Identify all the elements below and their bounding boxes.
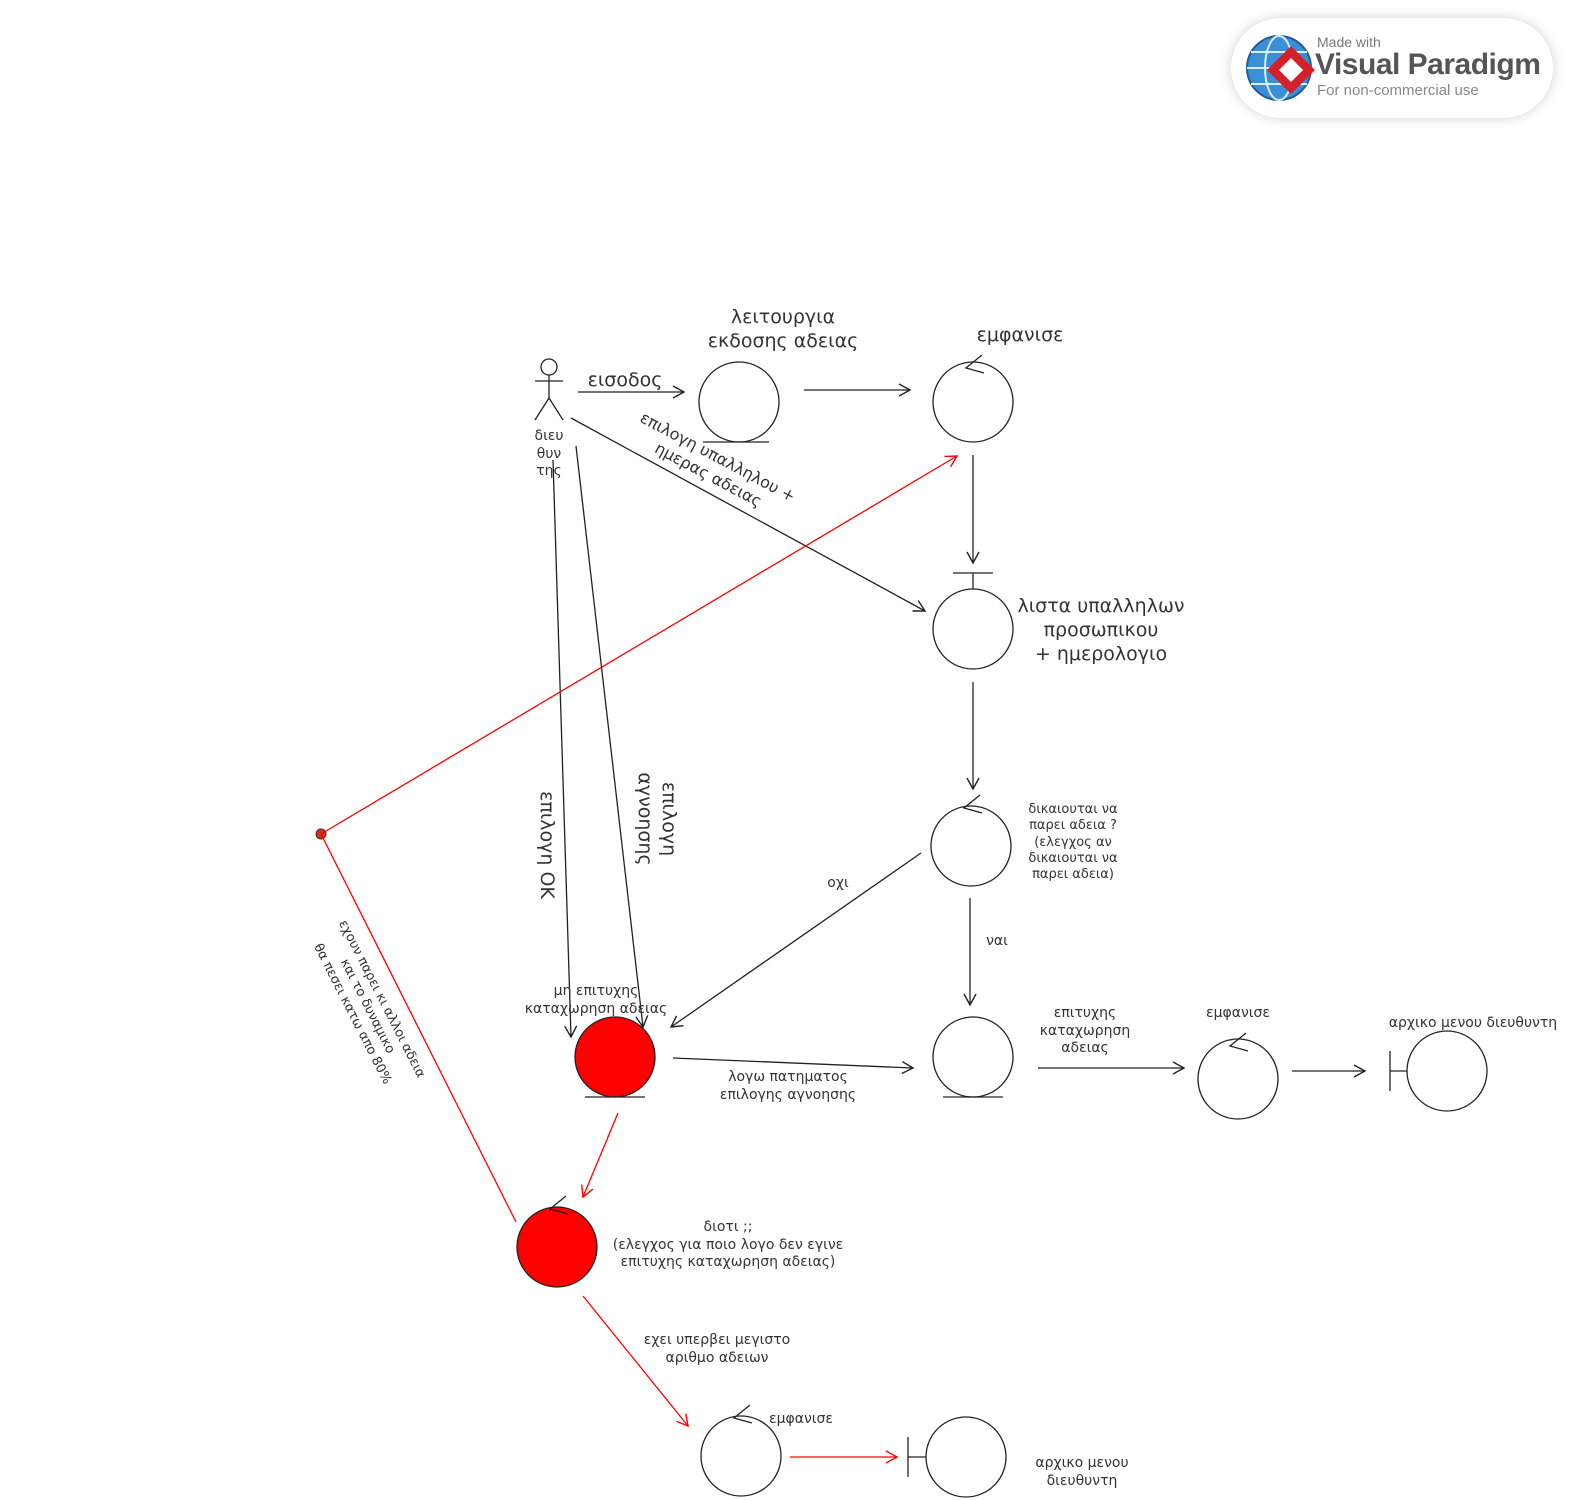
- control-eligibility[interactable]: [930, 794, 1012, 887]
- arrow-failed-to-why[interactable]: [580, 1112, 619, 1199]
- made-with-text: Made with: [1317, 34, 1381, 50]
- line-why-to-junction[interactable]: [320, 833, 517, 1223]
- entity-leave-function[interactable]: [698, 361, 780, 443]
- due-to-ignore-label: λογω πατηματος επιλογης αγνοησης: [719, 1069, 857, 1103]
- arrow-junction-to-show[interactable]: [320, 455, 959, 835]
- show-bottom-label: εμφανισε: [769, 1411, 833, 1427]
- boundary-main-menu-bottom[interactable]: [907, 1416, 1007, 1498]
- arrow-why-to-show-bottom[interactable]: [582, 1295, 689, 1428]
- select-ok-label: επιλογη OK: [536, 791, 558, 899]
- no-label: οχι: [827, 875, 849, 891]
- visual-paradigm-logo-icon: [1246, 35, 1315, 101]
- entity-success[interactable]: [932, 1016, 1014, 1098]
- arrow-actor-to-list[interactable]: [570, 417, 927, 612]
- control-show-top[interactable]: [932, 354, 1014, 443]
- entity-failed-registration[interactable]: [574, 1016, 656, 1098]
- control-show-bottom[interactable]: [700, 1404, 782, 1497]
- arrow-select-ignore[interactable]: [575, 445, 649, 1029]
- boundary-employee-list[interactable]: [932, 572, 1014, 670]
- leave-function-label: λειτουργια εκδοσης αδειας: [707, 306, 859, 352]
- success-registration-label: επιτυχης καταχωρηση αδειας: [1039, 1005, 1131, 1056]
- why-label: διοτι ;; (ελεγχος για ποιο λογο δεν εγιν…: [612, 1219, 844, 1270]
- arrow-failed-to-success[interactable]: [672, 1057, 915, 1075]
- control-why[interactable]: [516, 1195, 598, 1288]
- actor-director[interactable]: [534, 358, 564, 421]
- select-ignore-label: επιλογη αγνοησης: [634, 772, 680, 866]
- main-menu-top-label: αρχικο μενου διευθυντη: [1388, 1015, 1558, 1031]
- brand-text: Visual Paradigm: [1315, 48, 1541, 81]
- employee-list-label: λιστα υπαλληλων προσωπικου + ημερολογιο: [1017, 595, 1185, 665]
- main-menu-bottom-label: αρχικο μενου διευθυντη: [1035, 1455, 1129, 1489]
- control-show-mid[interactable]: [1197, 1032, 1279, 1120]
- arrow-select-ok[interactable]: [552, 459, 578, 1039]
- arrow-eligibility-no[interactable]: [669, 852, 922, 1028]
- show-top-label: εμφανισε: [976, 324, 1064, 346]
- failed-registration-label: μη επιτυχης καταχωρηση αδειας: [524, 983, 668, 1017]
- actor-label: διευ θυν της: [534, 428, 564, 479]
- entry-label: εισοδος: [587, 369, 663, 391]
- show-mid-label: εμφανισε: [1206, 1005, 1270, 1021]
- eligibility-label: δικαιουται να παρει αδεια ? (ελεγχος αν …: [1028, 802, 1118, 882]
- exceeded-max-label: εχει υπερβει μεγιστο αριθμο αδειων: [643, 1332, 791, 1366]
- non-commercial-text: For non-commercial use: [1317, 82, 1479, 99]
- visual-paradigm-badge: Made with Visual Paradigm For non-commer…: [1231, 18, 1553, 118]
- yes-label: ναι: [986, 933, 1008, 949]
- boundary-main-menu-top[interactable]: [1389, 1030, 1488, 1112]
